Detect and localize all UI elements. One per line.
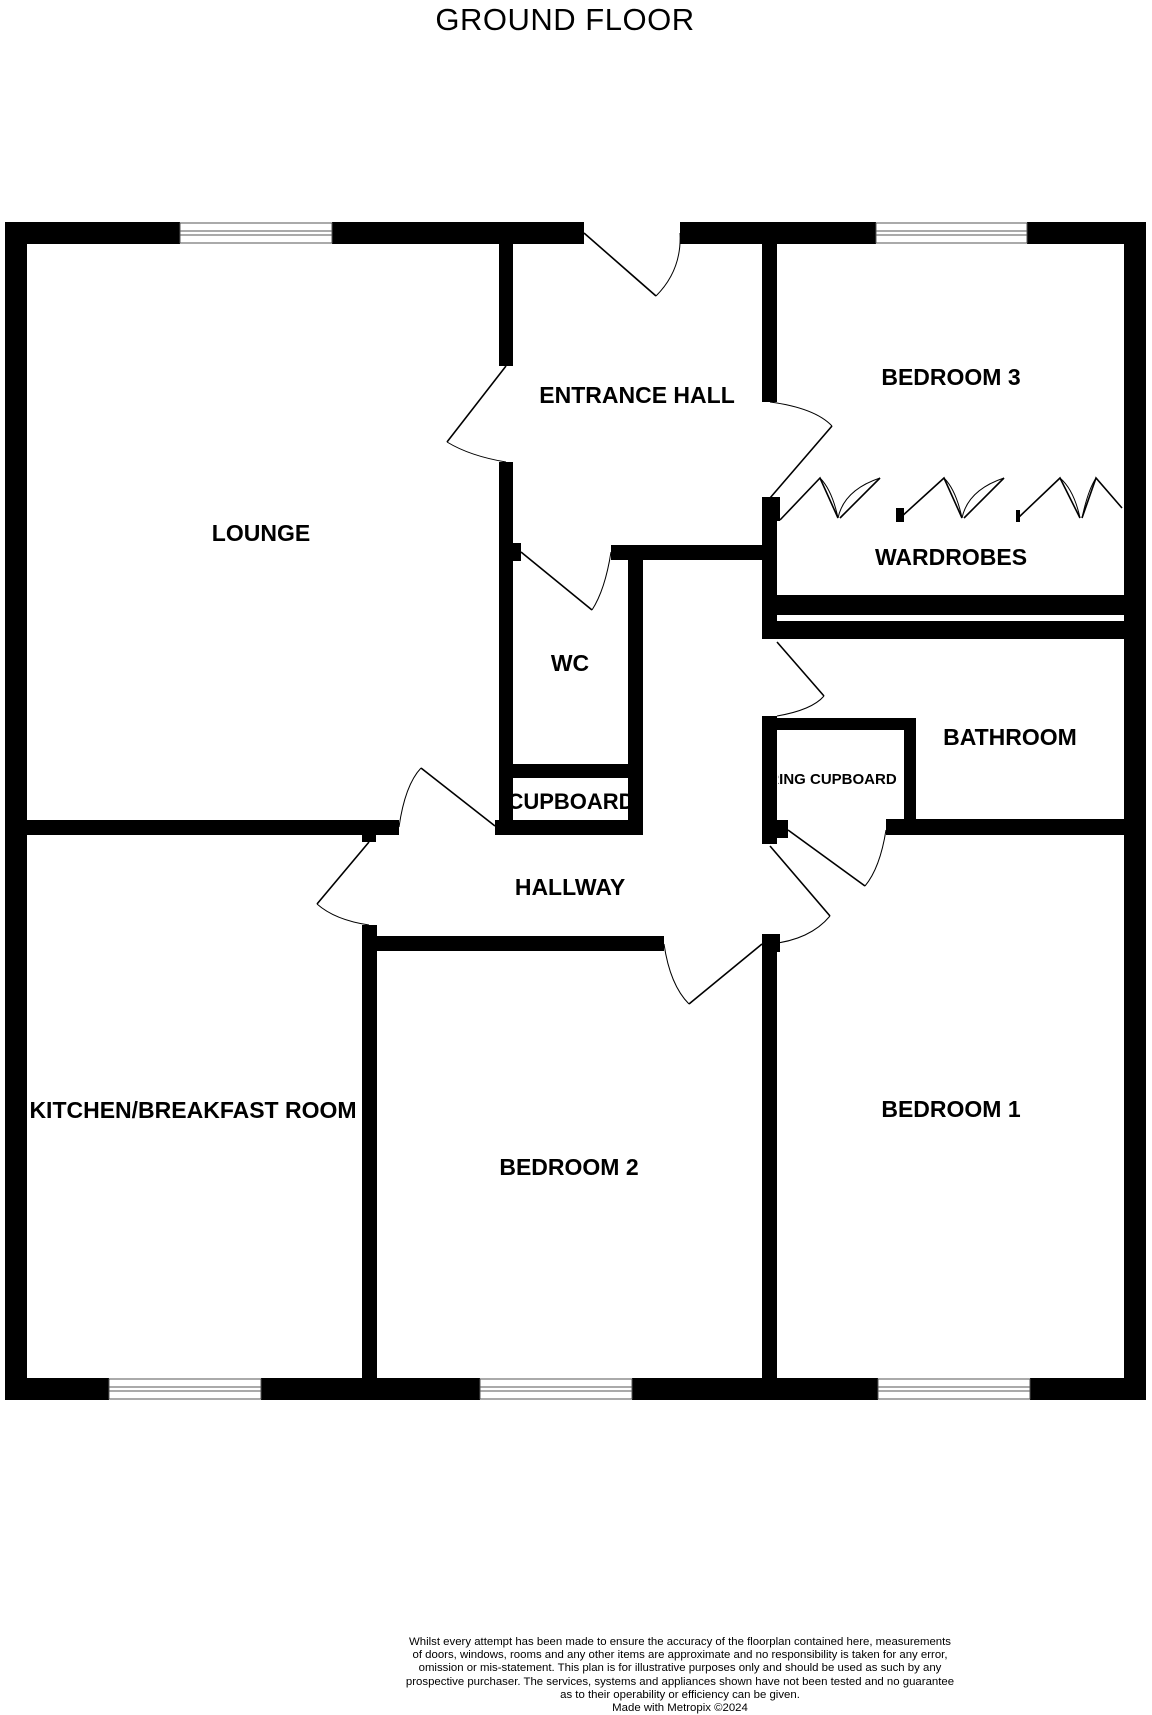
wall-wardrobe-left-post <box>762 497 780 521</box>
wall-airing-door-stub <box>762 820 788 838</box>
floor-title: GROUND FLOOR <box>435 2 695 37</box>
bedroom3-door <box>769 401 833 499</box>
kitchen-door <box>316 841 370 926</box>
wall-wc-door-stub <box>499 543 521 561</box>
outer-wall-top-mid-left <box>332 222 584 244</box>
label-cupboard: CUPBOARD <box>507 789 634 814</box>
disclaimer-line: prospective purchaser. The services, sys… <box>405 1675 955 1688</box>
wall-bathroom-bottom <box>886 819 1124 835</box>
outer-wall-top-right <box>1027 222 1146 244</box>
lounge-hall-door <box>446 365 507 463</box>
outer-wall-top-left <box>5 222 180 244</box>
outer-wall-left <box>5 222 27 1400</box>
window-kitchen <box>108 1378 262 1400</box>
window-bedroom3 <box>875 222 1028 244</box>
wall-wc-right <box>628 560 643 834</box>
wall-wardrobe-bottom <box>777 595 1124 615</box>
disclaimer-credit: Made with Metropix ©2024 <box>612 1702 748 1715</box>
wall-hall-airing <box>762 716 777 844</box>
label-wardrobes: WARDROBES <box>875 544 1027 570</box>
label-bathroom: BATHROOM <box>943 724 1077 750</box>
wall-hall-bedroom3-lower <box>762 498 777 639</box>
bathroom-door <box>776 641 825 717</box>
bedroom1-door <box>769 845 831 945</box>
label-hallway: HALLWAY <box>515 874 625 900</box>
wall-bedroom3-bathroom <box>762 621 1124 639</box>
outer-wall-top-mid-right <box>680 222 876 244</box>
lounge-hallway-door <box>398 767 496 828</box>
wc-door <box>520 551 612 611</box>
front-door <box>583 232 681 297</box>
label-bedroom1: BEDROOM 1 <box>881 1096 1021 1122</box>
wall-bedroom2-bedroom1 <box>762 945 777 1378</box>
wall-hall-bedroom3-upper <box>762 244 777 402</box>
label-bedroom3: BEDROOM 3 <box>881 364 1020 390</box>
wall-airing-right <box>904 718 916 826</box>
outer-wall-right <box>1124 222 1146 1400</box>
label-bedroom2: BEDROOM 2 <box>499 1154 638 1180</box>
wall-lounge-wc <box>499 462 513 828</box>
wall-hall-wc-top <box>611 545 762 560</box>
outer-wall-bottom-1 <box>5 1378 109 1400</box>
bedroom2-door <box>663 943 763 1005</box>
disclaimer-line: omission or mis-statement. This plan is … <box>418 1662 942 1675</box>
wall-bedroom1-door-stub <box>762 934 780 952</box>
disclaimer-line: Whilst every attempt has been made to en… <box>409 1636 951 1648</box>
airing-cupboard-door <box>787 829 887 887</box>
window-bedroom1 <box>877 1378 1031 1400</box>
doors <box>316 232 887 1005</box>
wall-cupboard-top <box>513 764 628 778</box>
disclaimer: Whilst every attempt has been made to en… <box>380 1636 980 1715</box>
outer-walls <box>5 222 1146 1400</box>
wall-cupboard-bottom <box>495 820 643 835</box>
wall-lounge-hall-upper <box>499 244 513 366</box>
wall-airing-top <box>777 718 916 730</box>
label-kitchen: KITCHEN/BREAKFAST ROOM <box>29 1097 356 1123</box>
wall-lounge-kitchen <box>27 820 399 835</box>
window-lounge <box>179 222 333 244</box>
wardrobe-doors <box>779 476 1123 522</box>
wall-kitchen-bedroom2 <box>362 925 377 1378</box>
disclaimer-line: as to their operability or efficiency ca… <box>560 1688 800 1701</box>
disclaimer-line: of doors, windows, rooms and any other i… <box>412 1649 948 1662</box>
label-airing-cupboard: AIRING CUPBOARD <box>753 771 897 788</box>
outer-wall-bottom-4 <box>1030 1378 1146 1400</box>
label-wc: WC <box>551 650 589 676</box>
outer-wall-bottom-2 <box>261 1378 480 1400</box>
wall-lounge-door-stub <box>362 820 376 842</box>
label-entrance-hall: ENTRANCE HALL <box>539 382 735 408</box>
windows <box>108 222 1031 1400</box>
interior-walls <box>27 244 1124 1378</box>
room-labels: LOUNGE ENTRANCE HALL BEDROOM 3 WARDROBES… <box>29 364 1076 1180</box>
label-lounge: LOUNGE <box>212 520 310 546</box>
wall-hallway-bedroom2 <box>362 936 664 951</box>
outer-wall-bottom-3 <box>632 1378 878 1400</box>
window-bedroom2 <box>479 1378 633 1400</box>
